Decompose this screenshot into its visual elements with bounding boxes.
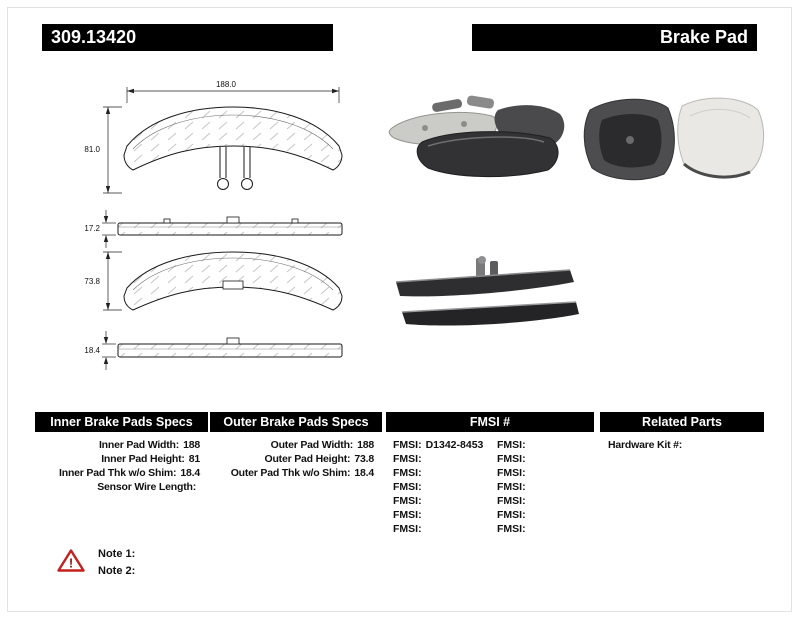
fmsi-label: FMSI:	[393, 467, 422, 479]
related-part-row: Hardware Kit #:	[600, 438, 764, 452]
outer-spec-row: Outer Pad Thk w/o Shim: 18.4	[210, 466, 382, 480]
part-number: 309.13420	[51, 27, 137, 47]
fmsi-label: FMSI:	[497, 509, 526, 521]
fmsi-row: FMSI: FMSI:	[386, 522, 594, 536]
outer-specs-table: Outer Brake Pads Specs Outer Pad Width: …	[210, 412, 382, 480]
fmsi-label: FMSI:	[393, 509, 422, 521]
spec-value: 18.4	[354, 467, 374, 479]
photo-pads-edge-view	[395, 256, 579, 326]
photo-pads-pair	[583, 97, 764, 181]
fmsi-value: D1342-8453	[425, 439, 484, 451]
fmsi-header: FMSI #	[386, 412, 594, 432]
spec-label: Hardware Kit #:	[608, 439, 683, 451]
dim-outer-thickness-label: 18.4	[84, 346, 100, 355]
outer-spec-row: Outer Pad Width: 188	[210, 438, 382, 452]
spec-label: Outer Pad Thk w/o Shim:	[230, 467, 351, 479]
spec-value: 81	[188, 453, 200, 465]
outer-pad-drawing	[123, 251, 343, 311]
fmsi-row: FMSI: FMSI:	[386, 480, 594, 494]
inner-spec-row: Inner Pad Thk w/o Shim: 18.4	[35, 466, 208, 480]
spec-label: Inner Pad Thk w/o Shim:	[59, 467, 177, 479]
fmsi-label: FMSI:	[497, 495, 526, 507]
fmsi-table: FMSI # FMSI: D1342-8453 FMSI: FMSI: FMSI…	[386, 412, 594, 536]
part-number-bar: 309.13420	[42, 24, 333, 51]
fmsi-row: FMSI: FMSI:	[386, 452, 594, 466]
svg-text:!: !	[69, 556, 73, 571]
outer-spec-row: Outer Pad Height: 73.8	[210, 452, 382, 466]
fmsi-label: FMSI:	[497, 481, 526, 493]
outer-specs-header: Outer Brake Pads Specs	[210, 412, 382, 432]
inner-specs-header: Inner Brake Pads Specs	[35, 412, 208, 432]
fmsi-row: FMSI: FMSI:	[386, 508, 594, 522]
spec-label: Inner Pad Height:	[101, 453, 185, 465]
fmsi-row: FMSI: D1342-8453 FMSI:	[386, 438, 594, 452]
product-name-bar: Brake Pad	[472, 24, 757, 51]
dim-outer-thickness	[102, 331, 116, 370]
dim-inner-width-label: 188.0	[216, 80, 237, 89]
outer-pad-side-view	[117, 337, 343, 358]
related-parts-header: Related Parts	[600, 412, 764, 432]
spec-label: Inner Pad Width:	[98, 439, 180, 451]
note-1: Note 1:	[98, 548, 136, 560]
fmsi-label: FMSI:	[393, 481, 422, 493]
fmsi-label: FMSI:	[393, 495, 422, 507]
inner-specs-table: Inner Brake Pads Specs Inner Pad Width: …	[35, 412, 208, 494]
figure-area: 188.0 81.0 17.2 73.8	[84, 80, 764, 370]
dim-inner-thickness	[102, 210, 116, 248]
inner-pad-side-view	[117, 216, 343, 236]
inner-pad-drawing	[123, 106, 343, 190]
fmsi-label: FMSI:	[393, 439, 422, 451]
fmsi-row: FMSI: FMSI:	[386, 494, 594, 508]
product-name: Brake Pad	[659, 27, 748, 47]
spec-label: Outer Pad Height:	[264, 453, 351, 465]
dim-inner-width	[126, 87, 340, 103]
spec-value: 188	[183, 439, 200, 451]
fmsi-row: FMSI: FMSI:	[386, 466, 594, 480]
related-parts-table: Related Parts Hardware Kit #:	[600, 412, 764, 452]
dim-outer-height	[103, 251, 122, 311]
dim-outer-height-label: 73.8	[84, 277, 100, 286]
warning-icon: !	[57, 549, 85, 572]
spec-label: Sensor Wire Length:	[97, 481, 196, 493]
dim-inner-height-label: 81.0	[84, 145, 100, 154]
dim-inner-height	[103, 106, 122, 194]
fmsi-label: FMSI:	[393, 523, 422, 535]
notes-section: ! Note 1: Note 2:	[57, 548, 135, 582]
fmsi-label: FMSI:	[497, 467, 526, 479]
spec-value: 188	[357, 439, 374, 451]
note-2: Note 2:	[98, 565, 136, 577]
spec-label: Outer Pad Width:	[270, 439, 354, 451]
dim-inner-thickness-label: 17.2	[84, 224, 100, 233]
fmsi-label: FMSI:	[393, 453, 422, 465]
fmsi-label: FMSI:	[497, 439, 526, 451]
fmsi-label: FMSI:	[497, 453, 526, 465]
spec-value: 73.8	[354, 453, 374, 465]
fmsi-label: FMSI:	[497, 523, 526, 535]
photo-pads-angled	[388, 95, 565, 178]
inner-spec-row: Inner Pad Height: 81	[35, 452, 208, 466]
spec-value: 18.4	[180, 467, 200, 479]
inner-spec-row: Sensor Wire Length:	[35, 480, 208, 494]
inner-spec-row: Inner Pad Width: 188	[35, 438, 208, 452]
